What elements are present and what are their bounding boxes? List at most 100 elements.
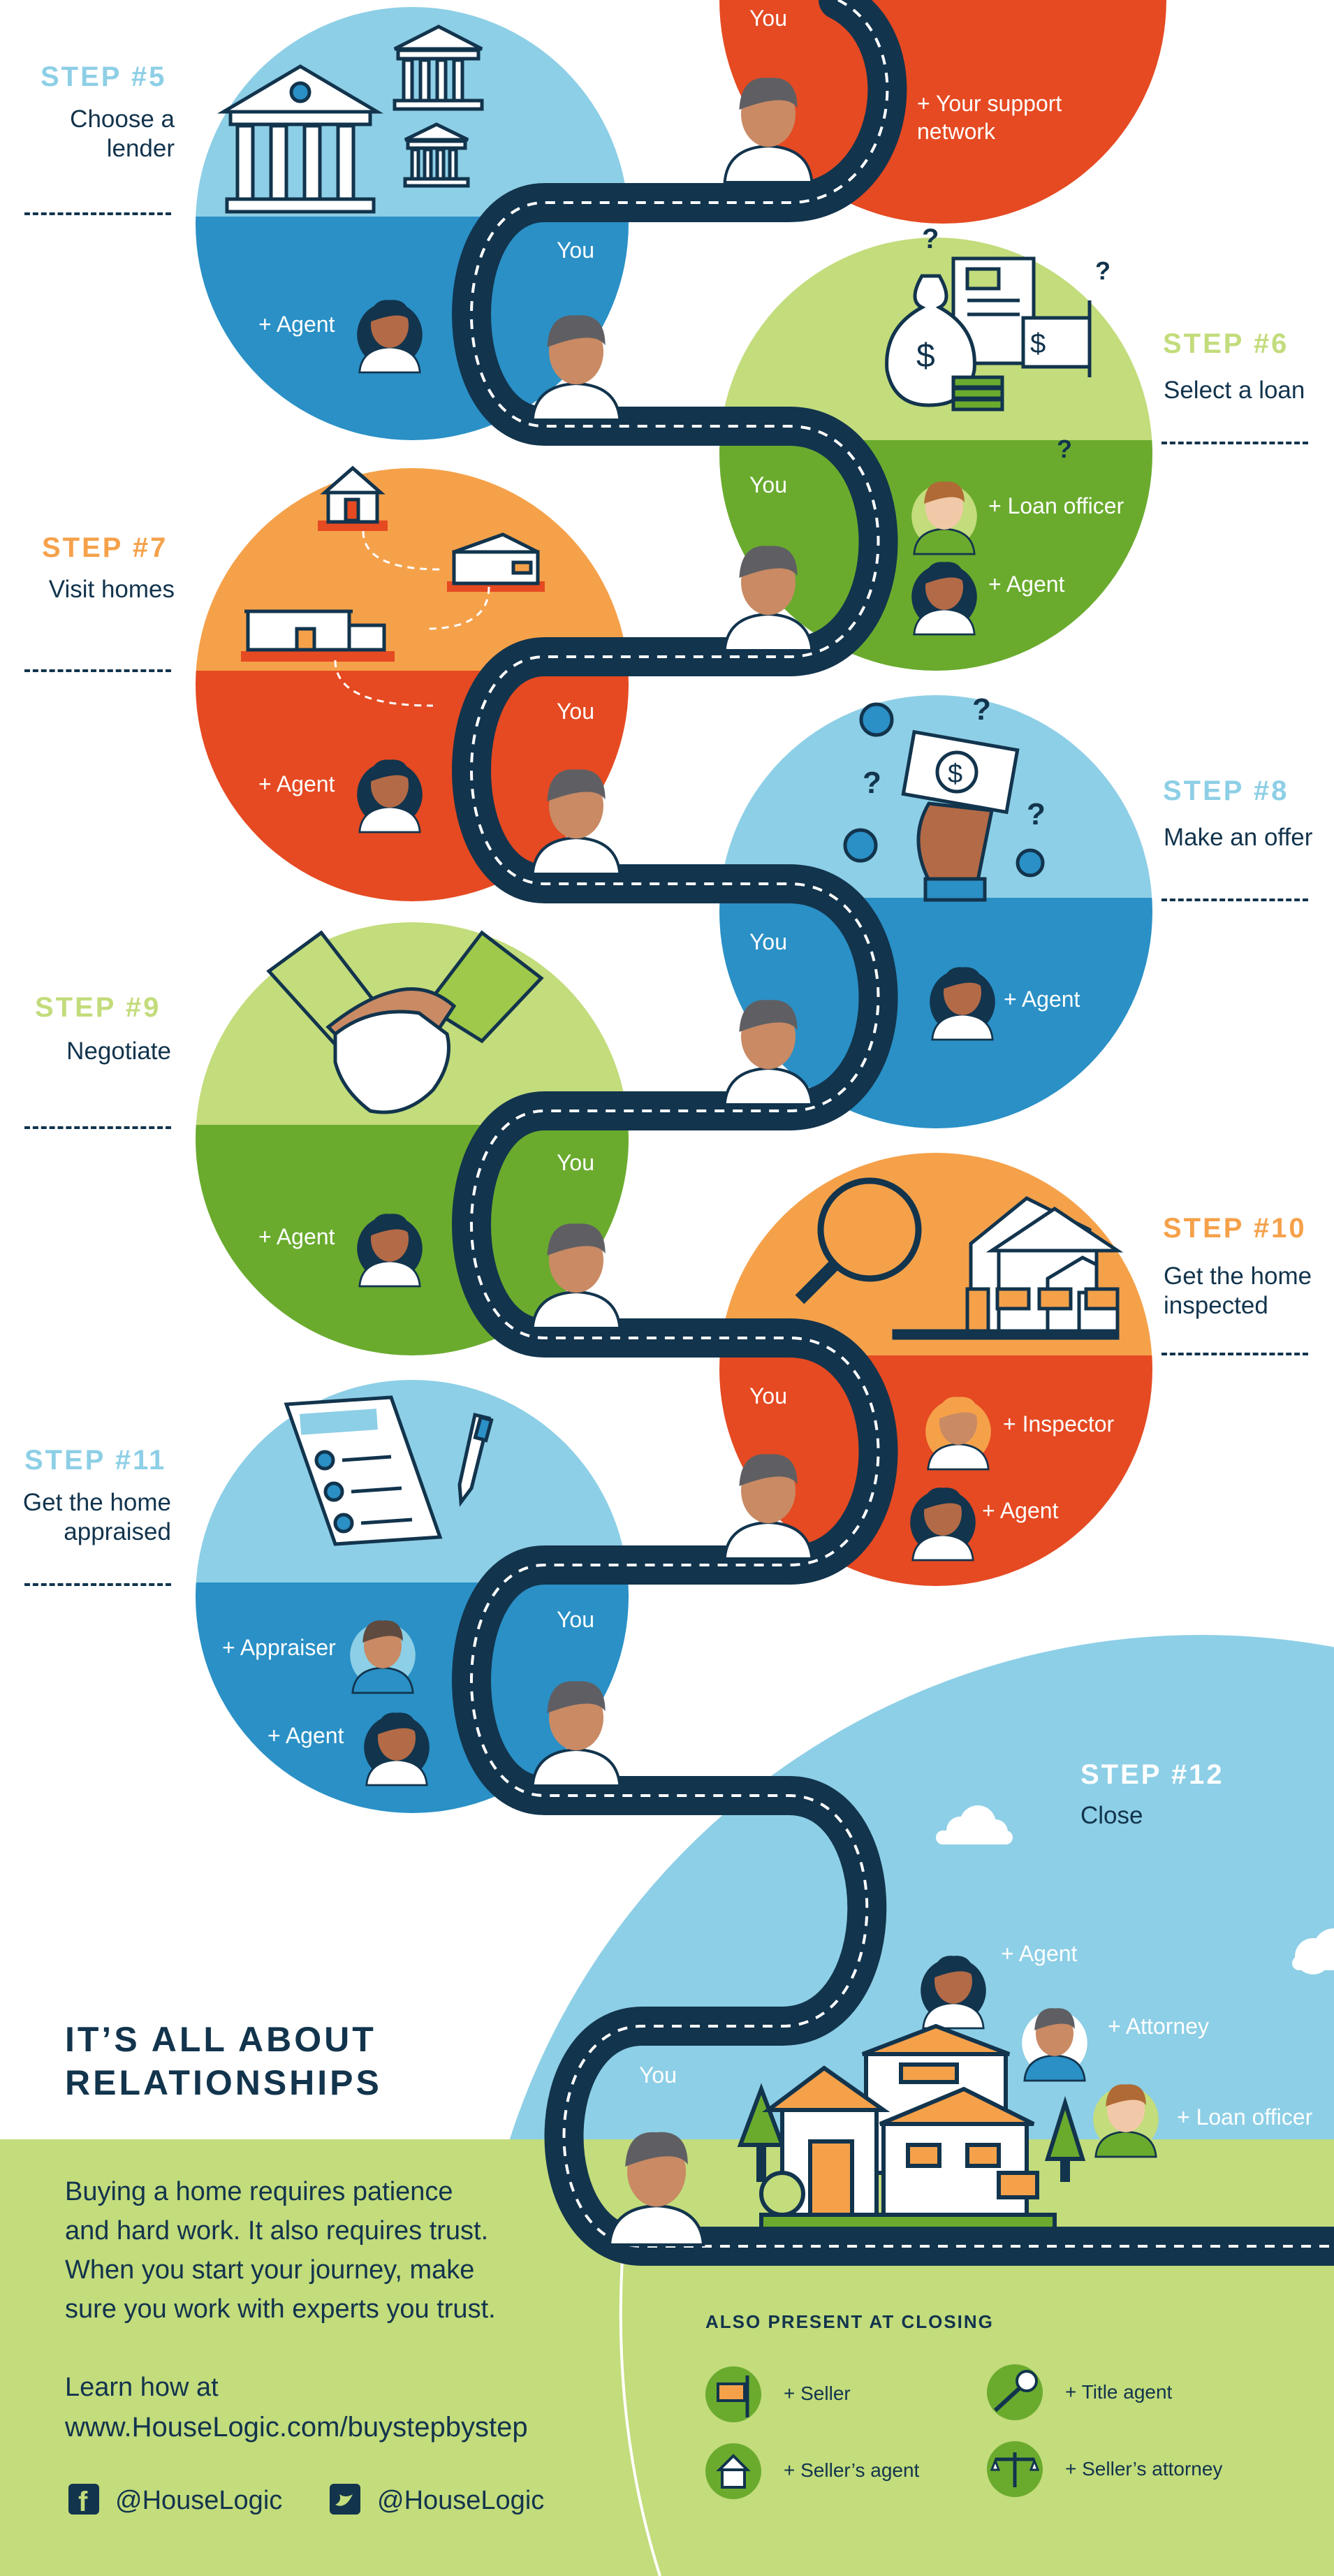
step-11-divider — [24, 1583, 171, 1586]
step-8-divider — [1161, 898, 1308, 901]
learn-text: Learn how at — [65, 2373, 219, 2402]
money-bag-icon: $ $ ? ? ? — [885, 224, 1111, 463]
cloud-icon — [936, 1805, 1334, 1974]
agent-avatar — [911, 562, 977, 636]
step-5-title: STEP #5 — [41, 61, 167, 92]
svg-text:$: $ — [1030, 328, 1046, 359]
you-figure — [531, 1223, 622, 1330]
you-figure — [723, 1000, 814, 1106]
agent-avatar — [930, 967, 995, 1041]
step-6-divider — [1161, 442, 1308, 444]
step-6-subtitle: Select a loan — [1164, 377, 1305, 404]
svg-text:?: ? — [1057, 435, 1072, 463]
sign-icon — [705, 2366, 761, 2422]
step-9-divider — [24, 1126, 171, 1129]
handshake-icon — [266, 930, 544, 1114]
svg-text:?: ? — [972, 692, 991, 727]
step-11-role-agent: + Agent — [267, 1723, 344, 1748]
svg-text:?: ? — [1027, 797, 1046, 831]
appraiser-avatar — [350, 1620, 416, 1694]
agent-avatar — [921, 1956, 986, 2030]
magnifier-house-icon — [795, 1177, 1124, 1340]
step-9-you-label: You — [557, 1150, 594, 1175]
website-link[interactable]: www.HouseLogic.com/buystepbystep — [65, 2412, 528, 2443]
closing-house-icon — [737, 2023, 1086, 2231]
checklist-icon — [284, 1395, 443, 1546]
inspector-avatar — [925, 1397, 991, 1471]
step-10-subtitle-2: inspected — [1164, 1292, 1268, 1319]
loan-officer-avatar — [1093, 2084, 1159, 2158]
visit-path — [334, 530, 490, 707]
pen-icon — [457, 1412, 494, 1507]
step-12-role-attorney: + Attorney — [1108, 2014, 1209, 2039]
you-figure — [531, 769, 622, 875]
step-7-role-agent: + Agent — [258, 771, 335, 796]
agent-avatar — [357, 1214, 423, 1288]
scales-icon — [987, 2441, 1043, 2497]
road — [452, 0, 1334, 2266]
also-sellers-agent: + Seller’s agent — [784, 2459, 920, 2481]
step-6-you-label: You — [749, 472, 787, 497]
support-network-2: network — [917, 119, 996, 144]
step-10-title: STEP #10 — [1163, 1213, 1307, 1244]
you-figures — [350, 78, 1159, 2247]
step-10-role-inspector: + Inspector — [1003, 1411, 1115, 1436]
you-figure — [723, 78, 814, 184]
body-line-3: When you start your journey, make — [65, 2255, 475, 2285]
step-12-role-agent: + Agent — [1001, 1941, 1078, 1966]
step-10-role-agent: + Agent — [982, 1498, 1059, 1523]
step-5-divider — [24, 212, 171, 215]
step-12-you-label: You — [639, 2062, 677, 2088]
svg-text:?: ? — [863, 766, 881, 800]
svg-text:$: $ — [948, 759, 962, 789]
step-11-subtitle-1: Get the home — [22, 1489, 171, 1516]
agent-avatar — [357, 300, 423, 374]
step-10-you-label: You — [749, 1383, 787, 1409]
step-8-subtitle: Make an offer — [1164, 824, 1313, 851]
body-line-2: and hard work. It also requires trust. — [65, 2216, 489, 2246]
you-figure — [723, 546, 814, 652]
you-figure — [723, 1454, 814, 1560]
step-7-subtitle: Visit homes — [48, 576, 175, 603]
cash-hand-icon: $ ? ? ? — [843, 692, 1046, 902]
step-12-role-loan-officer: + Loan officer — [1177, 2104, 1313, 2130]
svg-text:?: ? — [922, 224, 939, 254]
you-figure — [608, 2132, 705, 2247]
also-sellers-attorney: + Seller’s attorney — [1065, 2458, 1223, 2480]
key-icon — [987, 2364, 1043, 2420]
also-present-heading: ALSO PRESENT AT CLOSING — [705, 2311, 994, 2332]
svg-text:?: ? — [1095, 256, 1111, 285]
bank-icon — [217, 24, 484, 214]
twitter-handle[interactable]: @HouseLogic — [377, 2486, 545, 2515]
facebook-handle[interactable]: @HouseLogic — [115, 2486, 283, 2515]
svg-text:$: $ — [916, 337, 935, 374]
step-7-divider — [24, 669, 171, 672]
twitter-icon[interactable] — [330, 2484, 360, 2515]
facebook-icon[interactable]: f — [68, 2484, 99, 2517]
relationships-heading-1: IT’S ALL ABOUT — [65, 2020, 376, 2059]
step-6-role-agent: + Agent — [988, 572, 1065, 597]
house-icon — [241, 465, 545, 662]
body-line-4: sure you work with experts you trust. — [65, 2294, 496, 2324]
agent-avatar — [364, 1712, 430, 1787]
step-7-you-label: You — [557, 699, 594, 724]
you-figure — [531, 1681, 622, 1787]
svg-text:f: f — [78, 2487, 88, 2517]
body-line-1: Buying a home requires patience — [65, 2177, 453, 2206]
step-5-subtitle-1: Choose a — [70, 105, 175, 133]
step-11-subtitle-2: appraised — [64, 1518, 171, 1545]
step-11-title: STEP #11 — [24, 1445, 167, 1476]
step-5-you-label: You — [557, 238, 594, 263]
step-7-title: STEP #7 — [42, 532, 168, 563]
step-10-subtitle-1: Get the home — [1164, 1262, 1312, 1290]
step-5-subtitle-2: lender — [106, 135, 175, 162]
agent-avatar — [910, 1487, 976, 1562]
step-11-role-appraiser: + Appraiser — [222, 1635, 336, 1660]
step-5-role-agent: + Agent — [258, 312, 335, 337]
relationships-heading-2: RELATIONSHIPS — [65, 2063, 382, 2102]
step-11-you-label: You — [557, 1607, 594, 1632]
circle-edge-line — [619, 2221, 661, 2576]
agent-avatar — [357, 759, 423, 834]
step-6-title: STEP #6 — [1163, 328, 1289, 359]
